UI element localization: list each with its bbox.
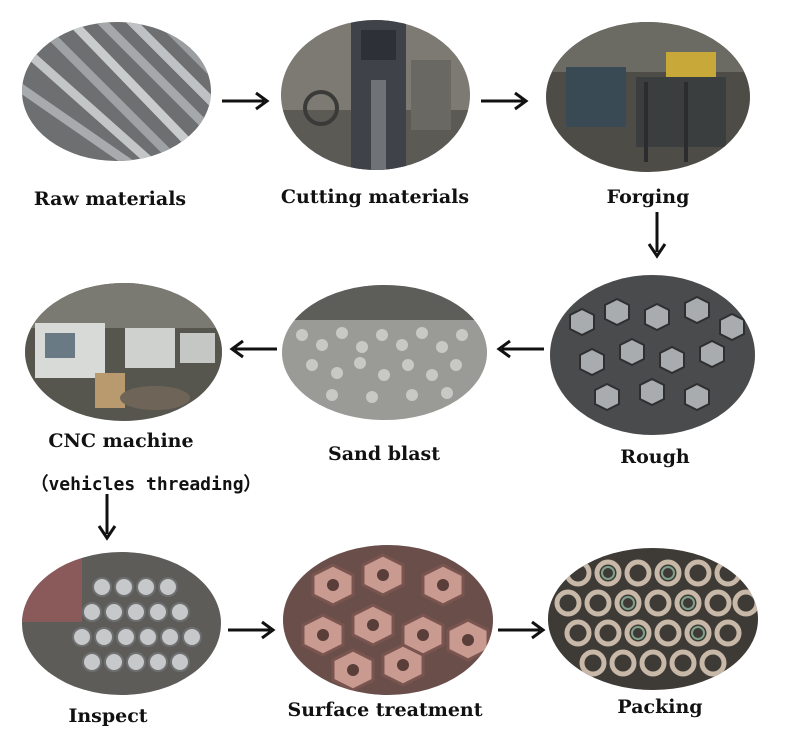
- step-label-sand-blast: Sand blast: [327, 443, 441, 465]
- arrow-right-icon: [498, 620, 546, 640]
- surface-treatment-photo: [283, 545, 493, 695]
- arrow-right-icon: [481, 91, 529, 111]
- step-label-surface-treatment: Surface treatment: [287, 699, 483, 721]
- arrow-down-icon: [647, 212, 667, 259]
- step-label-cnc-machine: CNC machine: [48, 430, 194, 452]
- step-label-inspect: Inspect: [68, 705, 148, 727]
- arrow-down-icon: [97, 494, 117, 541]
- step-label-raw-materials: Raw materials: [33, 188, 187, 210]
- step-label-cutting-materials: Cutting materials: [280, 186, 470, 208]
- step-label-rough: Rough: [620, 446, 690, 468]
- arrow-right-icon: [228, 620, 276, 640]
- sand-blast-photo: [282, 285, 487, 420]
- step-label-packing: Packing: [617, 696, 703, 718]
- step-label-forging: Forging: [606, 186, 690, 208]
- step-sublabel-vehicles-threading: （vehicles threading）: [30, 474, 262, 495]
- inspect-photo: [22, 552, 221, 695]
- cnc-machine-photo: [25, 283, 222, 421]
- rough-photo: [550, 275, 755, 435]
- forging-photo: [546, 22, 750, 172]
- packing-photo: [548, 548, 758, 690]
- arrow-left-icon: [496, 339, 544, 359]
- cutting-materials-photo: [281, 20, 470, 170]
- raw-materials-photo: [22, 22, 211, 161]
- arrow-right-icon: [222, 91, 270, 111]
- arrow-left-icon: [229, 339, 277, 359]
